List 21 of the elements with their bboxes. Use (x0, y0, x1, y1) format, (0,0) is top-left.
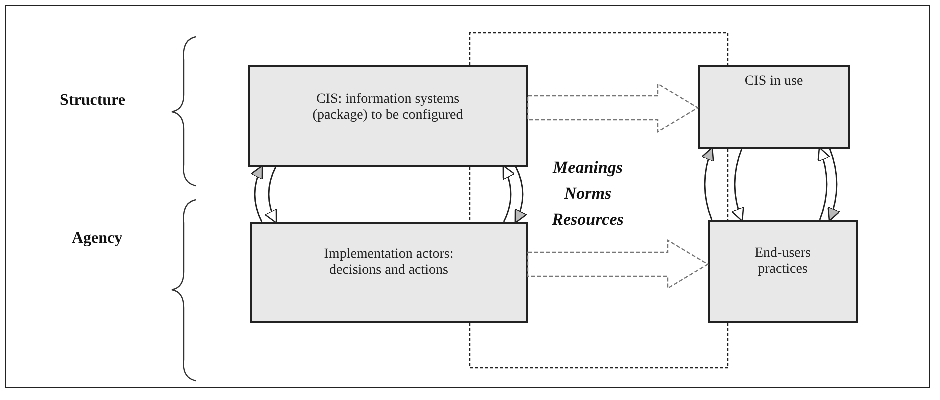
box-text: Implementation actors: decisions and actions (323, 246, 455, 278)
box-text: End-users practices (754, 246, 812, 278)
curved-arrow (827, 148, 840, 222)
process-box (708, 220, 858, 323)
process-box (698, 65, 850, 149)
process-box (248, 65, 528, 167)
curved-arrow (732, 148, 745, 222)
italic-label: Meanings Norms Resources (551, 157, 625, 231)
block-arrow (527, 82, 700, 134)
box-text: CIS in use (744, 74, 804, 90)
curved-arrow (514, 166, 528, 224)
curved-arrow (817, 147, 830, 220)
curved-arrow (702, 147, 715, 220)
curved-arrow (264, 166, 278, 224)
curved-arrow (250, 165, 264, 222)
side-label: Structure (60, 92, 126, 110)
process-box (250, 222, 528, 323)
block-arrow (527, 239, 710, 290)
side-label: Agency (72, 230, 123, 248)
curved-arrow (502, 165, 516, 222)
box-text: CIS: information systems (package) to be configured (312, 92, 464, 124)
